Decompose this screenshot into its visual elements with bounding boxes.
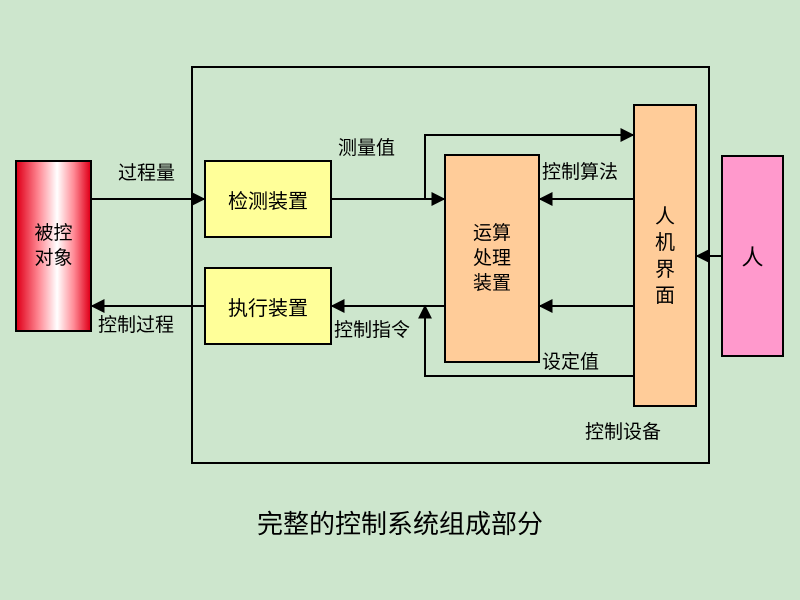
arrow-hmi-to-command [418, 304, 633, 377]
person-label: 人 [741, 246, 764, 271]
processor-line-3: 装置 [472, 272, 511, 295]
controlled-object-block: 被控 对象 [15, 160, 92, 332]
hmi-block: 人 机 界 面 [633, 104, 697, 407]
label-control-command: 控制指令 [334, 319, 411, 341]
diagram-title: 完整的控制系统组成部分 [256, 510, 543, 540]
label-process-variable: 过程量 [118, 162, 176, 184]
hmi-line-2: 机 [655, 230, 675, 255]
person-block: 人 [721, 155, 784, 357]
label-control-equipment: 控制设备 [585, 421, 662, 443]
processor-line-2: 处理 [472, 246, 511, 269]
label-setpoint: 设定值 [542, 351, 600, 373]
label-control-process: 控制过程 [98, 314, 175, 336]
label-measured-value: 测量值 [338, 137, 396, 159]
arrow-measured-to-hmi [424, 128, 635, 199]
hmi-line-1: 人 [655, 203, 675, 228]
control-equipment-frame [191, 66, 710, 464]
controlled-object-line-1: 被控 [34, 221, 73, 244]
executor-label: 执行装置 [228, 295, 308, 320]
hmi-line-3: 界 [655, 256, 675, 281]
detector-label: 检测装置 [228, 188, 308, 213]
processor-line-1: 运算 [472, 221, 511, 244]
hmi-line-4: 面 [655, 282, 675, 307]
controlled-object-line-2: 对象 [34, 247, 73, 269]
executor-block: 执行装置 [204, 267, 332, 345]
processor-block: 运算 处理 装置 [444, 154, 540, 363]
detector-block: 检测装置 [204, 160, 332, 238]
label-control-algorithm: 控制算法 [542, 161, 619, 183]
